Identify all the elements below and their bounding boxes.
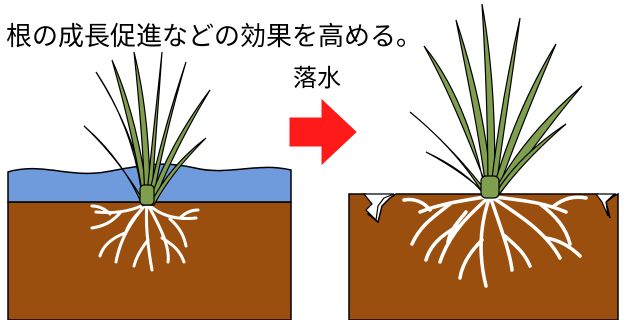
left-plant bbox=[83, 51, 211, 207]
arrow-label: 落水 bbox=[293, 64, 341, 92]
caption-text: 根の成長促進などの効果を高める。 bbox=[6, 0, 500, 54]
caption-line-main: 根の成長促進などの効果を高める。 bbox=[6, 22, 423, 52]
soil-cracks bbox=[362, 193, 617, 222]
red-arrow bbox=[289, 98, 357, 166]
right-plant bbox=[409, 3, 583, 199]
